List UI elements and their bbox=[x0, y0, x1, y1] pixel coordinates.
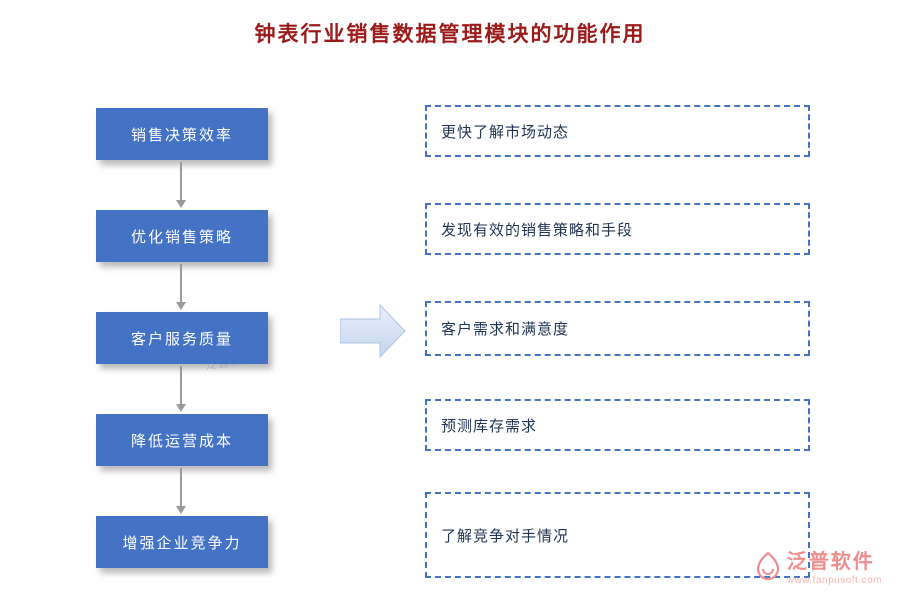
result-box-inventory-forecast: 预测库存需求 bbox=[425, 399, 810, 451]
diagram-title: 钟表行业销售数据管理模块的功能作用 bbox=[254, 23, 646, 46]
flow-box-optimize-strategy: 优化销售策略 bbox=[96, 210, 268, 262]
brand-url: www.fanpusoft.com bbox=[786, 575, 882, 586]
brand-name: 泛普软件 bbox=[786, 551, 875, 573]
result-box-competitor-insight: 了解竞争对手情况 bbox=[425, 492, 810, 578]
flow-box-customer-service: 客户服务质量 bbox=[96, 312, 268, 364]
result-box-effective-strategy: 发现有效的销售策略和手段 bbox=[425, 203, 810, 255]
right-block-arrow-icon bbox=[339, 302, 406, 360]
flow-box-sales-decision: 销售决策效率 bbox=[96, 108, 268, 160]
flow-box-reduce-cost: 降低运营成本 bbox=[96, 414, 268, 466]
down-arrow-3 bbox=[176, 366, 186, 412]
down-arrow-2 bbox=[176, 264, 186, 310]
result-box-market-trends: 更快了解市场动态 bbox=[425, 105, 810, 157]
flow-box-competitiveness: 增强企业竞争力 bbox=[96, 516, 268, 568]
fanpu-logo: 泛普软件 www.fanpusoft.com bbox=[755, 551, 882, 586]
down-arrow-1 bbox=[176, 162, 186, 208]
fanpu-logo-icon bbox=[755, 551, 781, 581]
down-arrow-4 bbox=[176, 468, 186, 514]
result-box-customer-satisfaction: 客户需求和满意度 bbox=[425, 301, 810, 356]
